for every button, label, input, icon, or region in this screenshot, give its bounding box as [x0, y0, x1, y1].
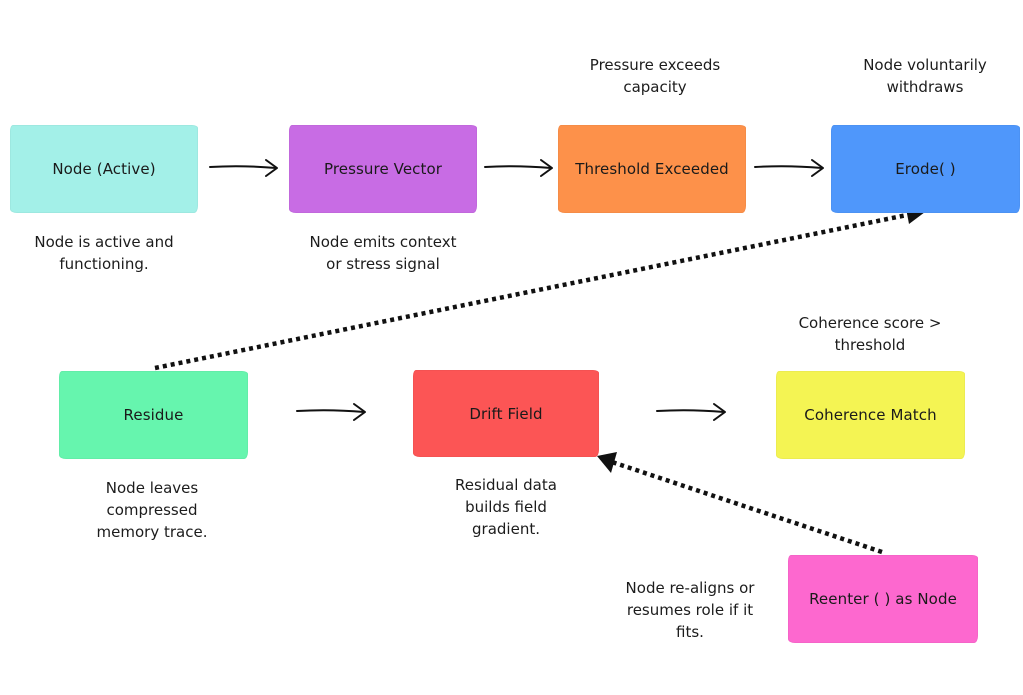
- residue-label: Residue: [123, 406, 184, 424]
- arrow-residue-to-drift: [296, 403, 366, 421]
- note-line: builds field: [465, 498, 547, 516]
- node-active-label: Node (Active): [52, 160, 156, 178]
- reenter-as-node-label: Reenter ( ) as Node: [809, 590, 957, 608]
- note-drift-field: Residual data builds field gradient.: [406, 474, 606, 540]
- note-reenter-as-node: Node re-aligns or resumes role if it fit…: [590, 577, 790, 643]
- note-line: capacity: [623, 78, 687, 96]
- residue-box: Residue: [59, 371, 248, 459]
- note-line: functioning.: [59, 255, 149, 273]
- arrow-threshold-to-erode: [754, 159, 824, 177]
- node-active-box: Node (Active): [10, 125, 198, 213]
- note-line: Pressure exceeds: [589, 56, 721, 74]
- coherence-match-box: Coherence Match: [776, 371, 965, 459]
- note-line: Coherence score >: [798, 314, 942, 332]
- note-threshold-exceeded: Pressure exceeds capacity: [555, 54, 755, 98]
- note-line: Node re-aligns or: [625, 579, 755, 597]
- note-node-active: Node is active and functioning.: [4, 231, 204, 275]
- drift-field-label: Drift Field: [469, 404, 543, 423]
- note-coherence-match: Coherence score > threshold: [770, 312, 970, 356]
- note-line: Node is active and: [34, 233, 174, 251]
- note-pressure-vector: Node emits context or stress signal: [283, 231, 483, 275]
- note-line: Node leaves: [105, 479, 199, 497]
- note-line: withdraws: [886, 78, 964, 96]
- pressure-vector-label: Pressure Vector: [323, 160, 443, 178]
- note-line: memory trace.: [96, 523, 208, 541]
- coherence-match-label: Coherence Match: [804, 406, 937, 424]
- erode-box: Erode( ): [831, 125, 1020, 213]
- note-erode: Node voluntarily withdraws: [825, 54, 1023, 98]
- dotted-arrowhead-drift: [597, 452, 617, 473]
- note-line: threshold: [834, 336, 906, 354]
- erode-label: Erode( ): [895, 160, 956, 178]
- note-line: Node emits context: [309, 233, 457, 251]
- arrow-drift-to-coherence: [656, 403, 726, 421]
- note-line: or stress signal: [326, 255, 440, 273]
- arrow-pressure-to-threshold: [484, 159, 553, 177]
- threshold-exceeded-box: Threshold Exceeded: [558, 125, 746, 213]
- note-line: resumes role if it: [626, 601, 754, 619]
- pressure-vector-box: Pressure Vector: [289, 125, 477, 213]
- threshold-exceeded-label: Threshold Exceeded: [575, 160, 729, 178]
- dotted-connector-reenter-to-drift: [611, 459, 883, 555]
- note-line: Residual data: [455, 476, 557, 494]
- reenter-as-node-box: Reenter ( ) as Node: [788, 555, 978, 643]
- note-line: compressed: [106, 501, 198, 519]
- note-line: Node voluntarily: [863, 56, 987, 74]
- note-residue: Node leaves compressed memory trace.: [52, 477, 252, 543]
- note-line: gradient.: [472, 520, 540, 538]
- arrow-node-to-pressure: [209, 159, 278, 177]
- drift-field-box: Drift Field: [413, 370, 599, 457]
- note-line: fits.: [676, 623, 704, 641]
